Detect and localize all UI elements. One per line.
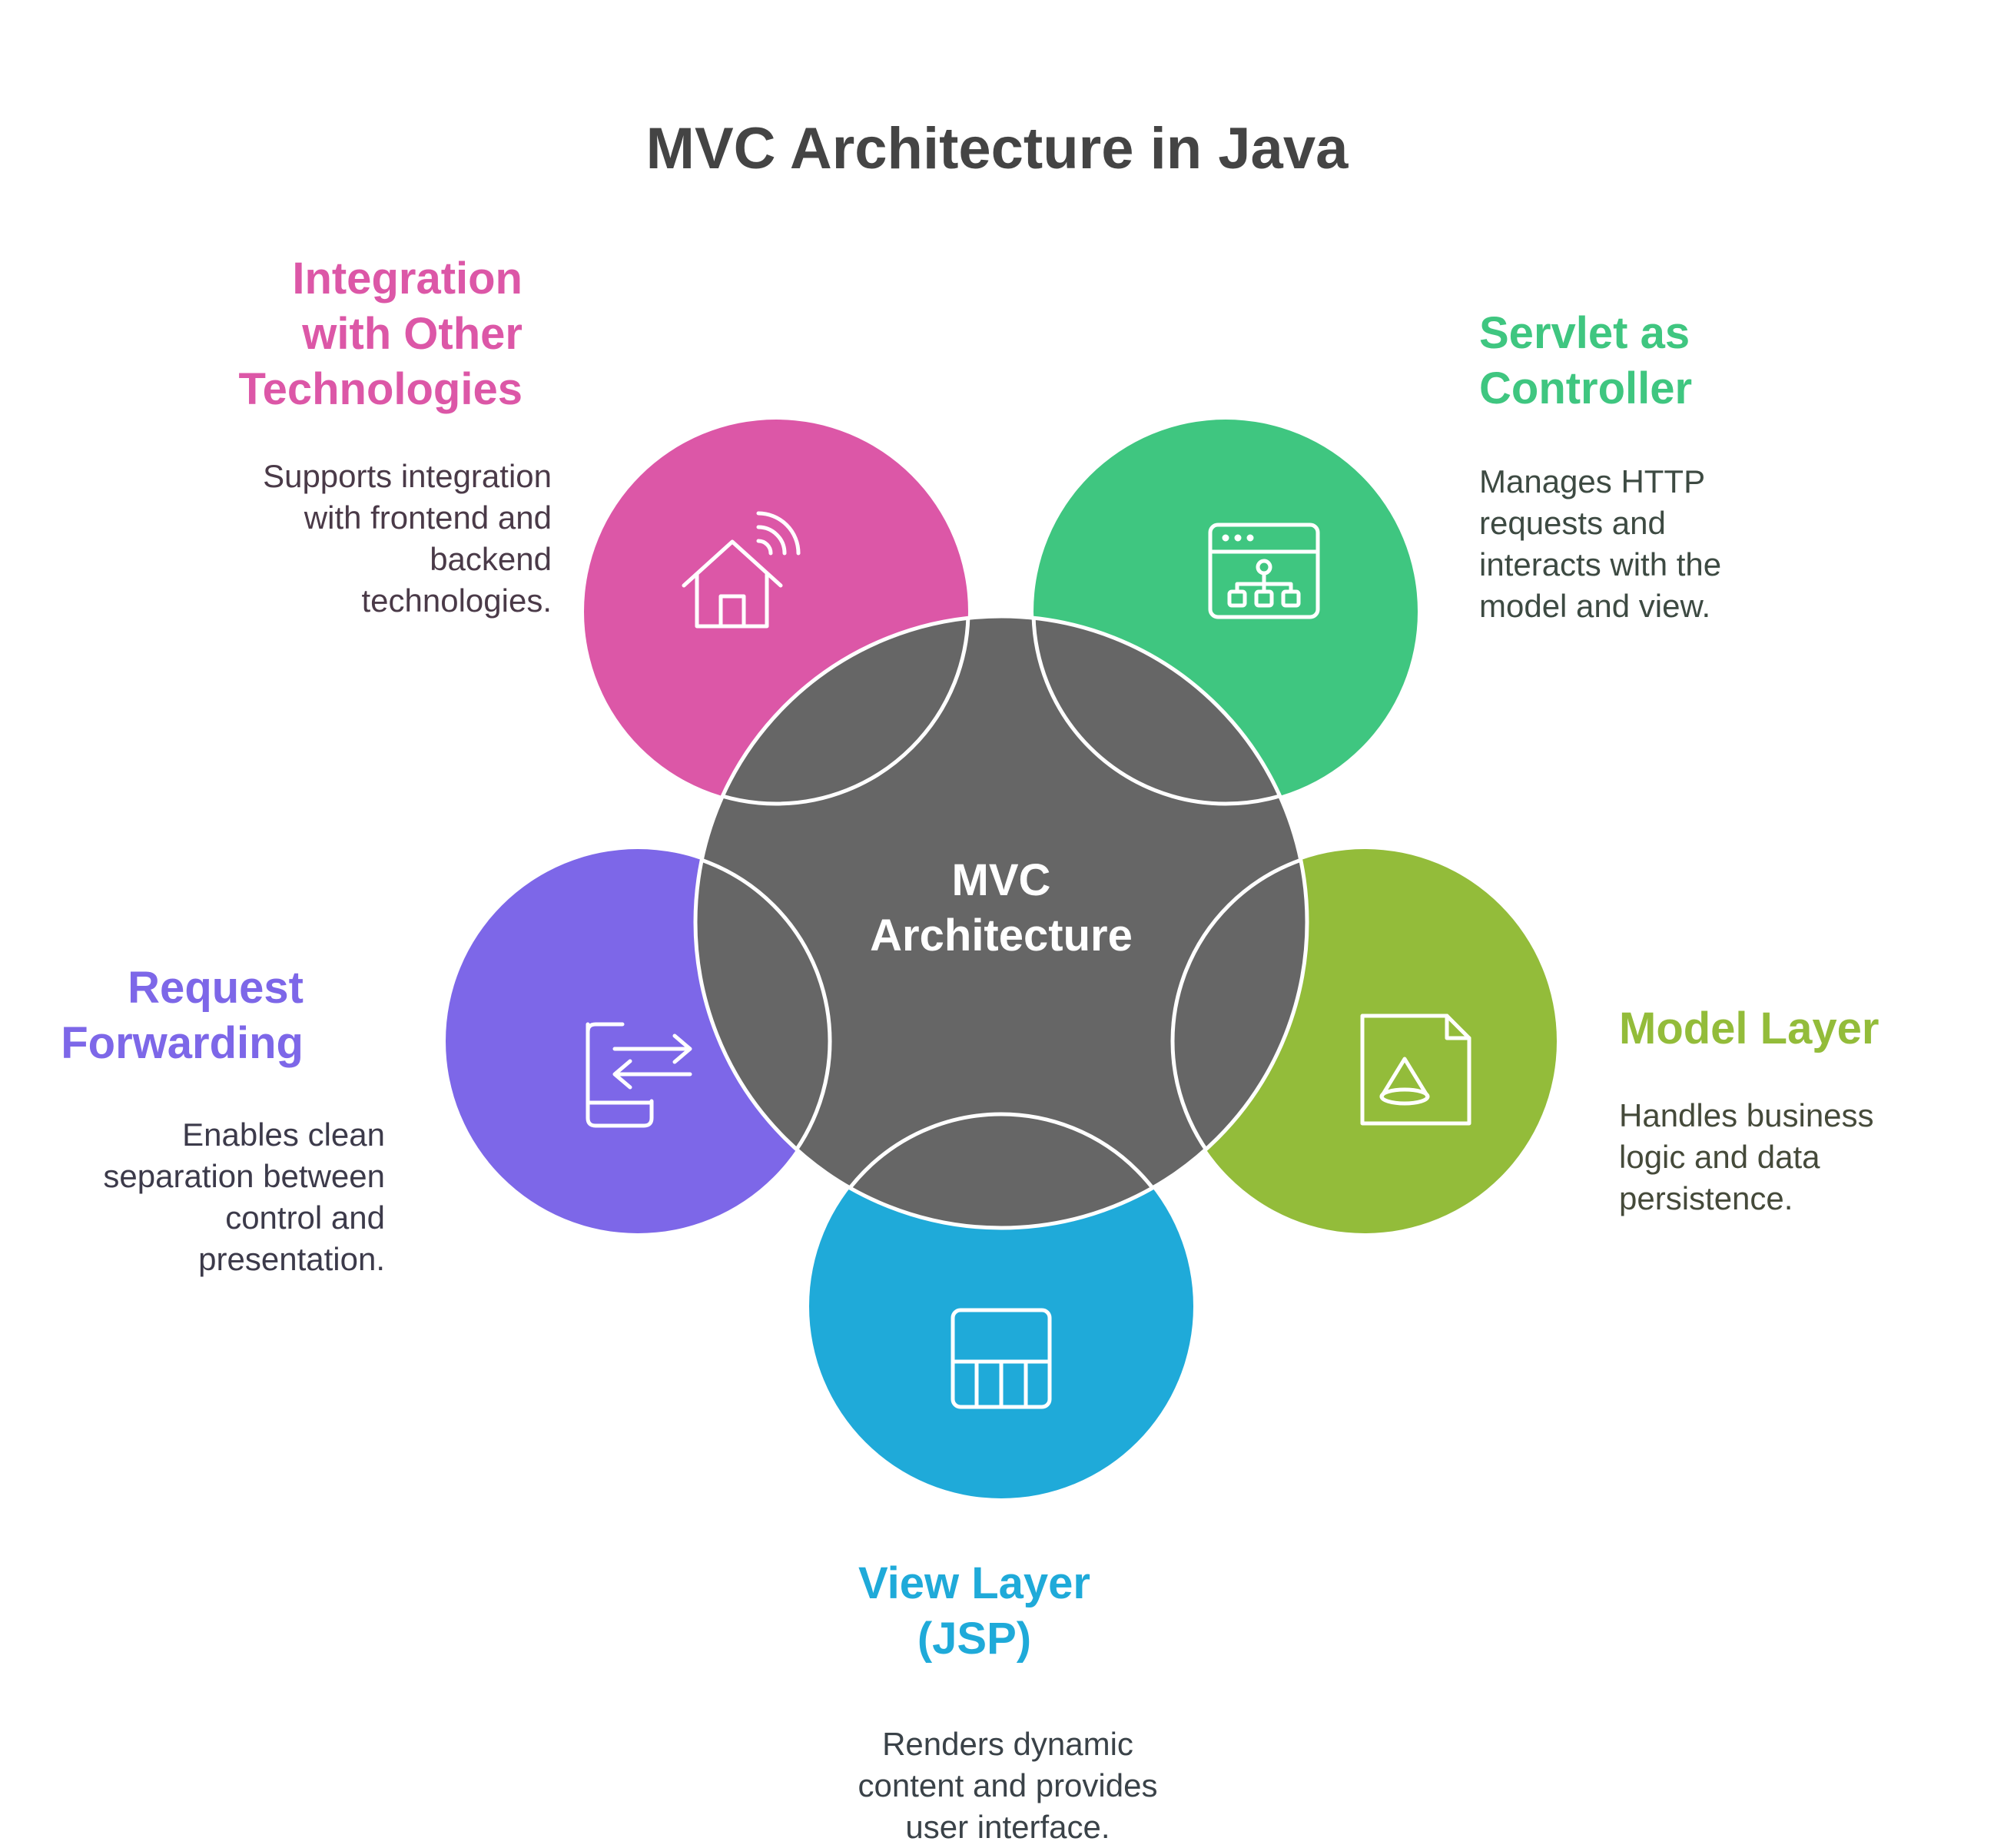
node-desc-line: control and bbox=[225, 1199, 385, 1236]
node-desc-line: technologies. bbox=[361, 582, 552, 619]
node-desc-line: persistence. bbox=[1619, 1180, 1793, 1216]
node-desc-view: Renders dynamic content and provides use… bbox=[784, 1724, 1232, 1848]
node-desc-line: model and view. bbox=[1479, 588, 1711, 624]
node-desc-line: interacts with the bbox=[1479, 546, 1722, 582]
node-title-line: (JSP) bbox=[917, 1614, 1032, 1664]
node-desc-line: separation between bbox=[103, 1158, 385, 1194]
diagram-title: MVC Architecture in Java bbox=[645, 116, 1349, 181]
center-label-line2: Architecture bbox=[870, 911, 1133, 960]
node-desc-line: user interface. bbox=[905, 1809, 1110, 1845]
overlap-outline-request bbox=[695, 847, 832, 1228]
device-transfer-icon bbox=[586, 1022, 692, 1128]
node-title-line: Model Layer bbox=[1619, 1004, 1880, 1053]
node-text-integration: Integration with Other Technologies Supp… bbox=[154, 251, 552, 622]
node-text-servlet: Servlet as Controller Manages HTTP reque… bbox=[1479, 306, 1879, 627]
node-desc-request: Enables clean separation between control… bbox=[31, 1114, 385, 1280]
node-desc-line: Supports integration bbox=[263, 458, 552, 494]
node-desc-line: Enables clean bbox=[182, 1116, 385, 1153]
node-desc-line: logic and data bbox=[1619, 1139, 1820, 1175]
node-text-model: Model Layer Handles business logic and d… bbox=[1619, 1001, 1972, 1219]
overlap-outline-integration bbox=[695, 616, 970, 806]
node-text-request: Request Forwarding Enables clean separat… bbox=[31, 960, 385, 1280]
node-title-line: Request bbox=[128, 963, 304, 1013]
node-title-line: Servlet as bbox=[1479, 308, 1690, 358]
sitemap-window-icon bbox=[1208, 523, 1320, 619]
node-title-request: Request Forwarding bbox=[31, 960, 304, 1071]
node-title-line: View Layer bbox=[858, 1558, 1090, 1608]
node-title-servlet: Servlet as Controller bbox=[1479, 306, 1879, 416]
layout-table-icon bbox=[951, 1308, 1052, 1409]
node-title-view: View Layer (JSP) bbox=[717, 1556, 1232, 1667]
node-title-model: Model Layer bbox=[1619, 1001, 1972, 1057]
node-title-integration: Integration with Other Technologies bbox=[154, 251, 523, 417]
node-desc-integration: Supports integration with frontend and b… bbox=[154, 456, 552, 622]
node-desc-servlet: Manages HTTP requests and interacts with… bbox=[1479, 461, 1879, 627]
node-title-line: Integration bbox=[292, 254, 523, 304]
overlap-outline-servlet bbox=[1031, 616, 1307, 806]
node-title-line: Forwarding bbox=[61, 1018, 304, 1068]
node-desc-line: Handles business bbox=[1619, 1097, 1874, 1133]
center-label-line1: MVC bbox=[951, 855, 1051, 905]
node-desc-line: requests and bbox=[1479, 505, 1666, 541]
node-desc-line: presentation. bbox=[198, 1241, 385, 1277]
node-title-line: Technologies bbox=[238, 364, 523, 414]
file-cone-icon bbox=[1360, 1014, 1471, 1126]
node-title-line: with Other bbox=[302, 309, 523, 359]
node-desc-line: with frontend and bbox=[304, 499, 552, 536]
center-label: MVC Architecture bbox=[771, 853, 1232, 964]
node-desc-line: backend bbox=[430, 541, 552, 577]
node-desc-line: Manages HTTP bbox=[1479, 463, 1706, 499]
smart-home-icon bbox=[682, 511, 801, 629]
node-desc-model: Handles business logic and data persiste… bbox=[1619, 1095, 1972, 1219]
center-circle bbox=[693, 614, 1309, 1230]
node-text-view: View Layer (JSP) Renders dynamic content… bbox=[771, 1556, 1232, 1848]
overlap-outline-model bbox=[1170, 847, 1307, 1228]
node-title-line: Controller bbox=[1479, 363, 1693, 413]
overlap-outline-view bbox=[807, 1112, 1196, 1228]
node-desc-line: content and provides bbox=[858, 1767, 1158, 1803]
node-desc-line: Renders dynamic bbox=[882, 1726, 1133, 1762]
